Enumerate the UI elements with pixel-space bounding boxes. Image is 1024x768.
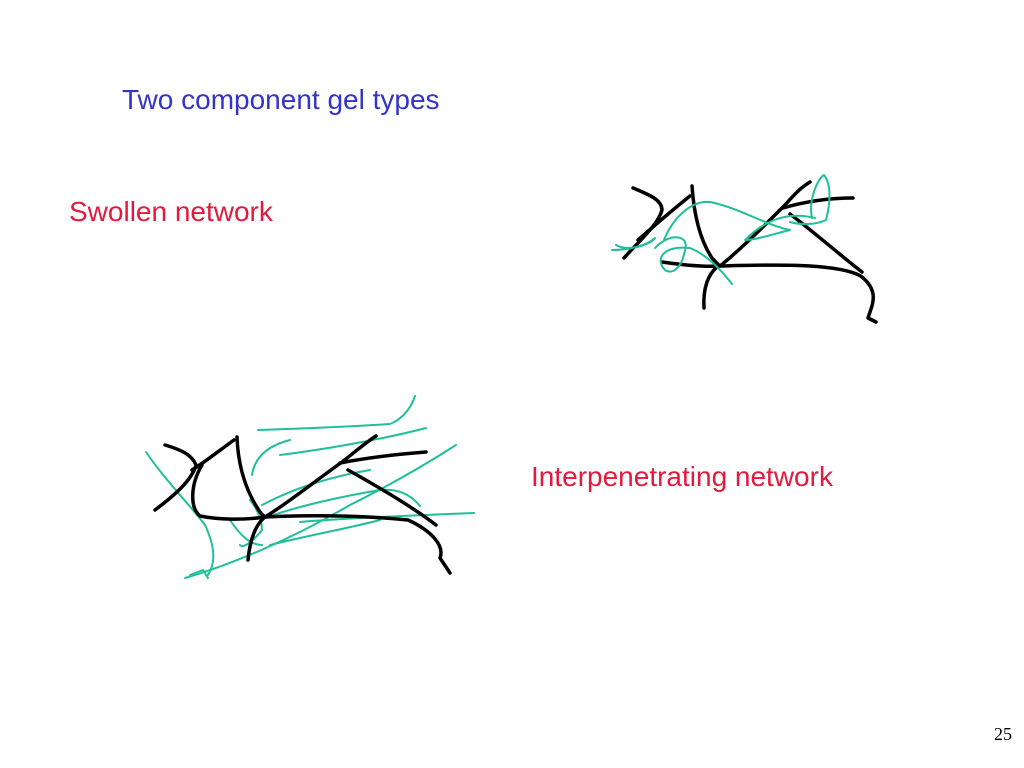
- slide-title: Two component gel types: [122, 84, 440, 115]
- interpenetrating-network-label: Interpenetrating network: [531, 461, 833, 492]
- secondary-strand: [279, 427, 427, 456]
- ipn-secondary-network: [145, 395, 475, 579]
- primary-strand: [660, 180, 812, 269]
- swollen-network-label: Swollen network: [69, 196, 273, 227]
- primary-strand: [702, 264, 720, 310]
- secondary-strand: [789, 174, 831, 226]
- primary-strand: [246, 515, 267, 562]
- secondary-strand: [229, 519, 263, 546]
- primary-strand: [235, 435, 267, 519]
- secondary-strand: [145, 451, 215, 576]
- secondary-strand: [663, 200, 816, 241]
- primary-strand: [788, 212, 864, 274]
- primary-strand: [718, 263, 878, 324]
- secondary-strand: [269, 519, 381, 546]
- secondary-strand: [189, 569, 209, 579]
- primary-strand: [191, 463, 267, 521]
- swollen-secondary-network: [611, 174, 831, 285]
- secondary-strand: [257, 395, 416, 431]
- secondary-strand: [184, 444, 457, 579]
- primary-strand: [263, 514, 452, 575]
- ipn-primary-network: [153, 434, 452, 575]
- primary-strand: [190, 438, 236, 472]
- secondary-strand: [251, 439, 291, 476]
- secondary-strand: [261, 469, 371, 506]
- page-number: 25: [994, 724, 1012, 744]
- secondary-strand: [654, 236, 733, 285]
- primary-strand: [781, 196, 855, 210]
- primary-strand: [346, 468, 438, 527]
- swollen-primary-network: [622, 180, 878, 324]
- primary-strand: [636, 194, 692, 242]
- primary-strand: [153, 443, 198, 512]
- primary-strand: [622, 186, 664, 260]
- secondary-strand: [611, 237, 656, 251]
- secondary-strand: [264, 488, 421, 519]
- primary-strand: [338, 450, 428, 465]
